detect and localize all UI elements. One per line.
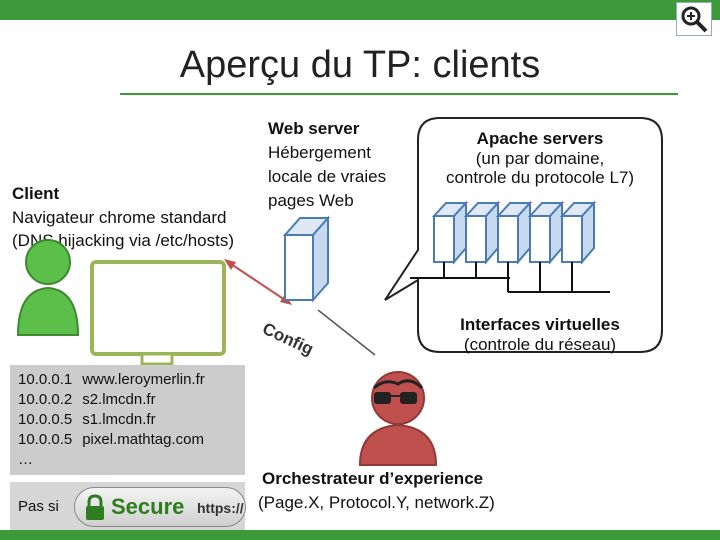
host-ip: 10.0.0.2 bbox=[18, 391, 73, 408]
https-scheme: https:// bbox=[197, 500, 244, 516]
host-name bbox=[82, 450, 215, 470]
host-ip: 10.0.0.5 bbox=[18, 411, 73, 428]
client-heading: Client bbox=[12, 184, 60, 203]
client-line-2: (DNS hijacking via /etc/hosts) bbox=[12, 231, 235, 250]
table-row: … bbox=[18, 450, 215, 470]
title-underline bbox=[120, 93, 678, 95]
table-row: 10.0.0.2 s2.lmcdn.fr bbox=[18, 390, 215, 410]
hosts-table: 10.0.0.1 www.leroymerlin.fr 10.0.0.2 s2.lm… bbox=[18, 370, 215, 470]
host-ip: 10.0.0.5 bbox=[18, 431, 73, 448]
apache-heading: Apache servers bbox=[476, 129, 604, 148]
apache-server-icon bbox=[431, 200, 597, 265]
slide-title: Aperçu du TP: clients bbox=[179, 44, 541, 86]
hosts-file-box: 10.0.0.1 www.leroymerlin.fr 10.0.0.2 s2.lm… bbox=[10, 365, 245, 475]
interfaces-line-1: (controle du réseau) bbox=[463, 335, 617, 354]
secure-badge: Secure https:// bbox=[74, 487, 246, 527]
network-interfaces bbox=[410, 262, 610, 293]
host-name: s2.lmcdn.fr bbox=[82, 391, 156, 408]
host-ip: … bbox=[18, 451, 33, 468]
pas-si-label: Pas si bbox=[18, 498, 59, 515]
client-person-icon bbox=[16, 239, 80, 336]
zoom-icon bbox=[681, 6, 708, 33]
top-green-bar bbox=[0, 0, 720, 20]
table-row: 10.0.0.5 s1.lmcdn.fr bbox=[18, 410, 215, 430]
host-name: www.leroymerlin.fr bbox=[82, 371, 205, 388]
http-arrow bbox=[224, 259, 292, 305]
host-ip: 10.0.0.1 bbox=[18, 371, 73, 388]
web-server-line-1: Hébergement bbox=[268, 143, 372, 162]
orchestrator-person-icon bbox=[358, 371, 438, 466]
apache-line-2: controle du protocole L7) bbox=[445, 168, 635, 187]
zoom-button[interactable] bbox=[676, 2, 712, 36]
secure-word: Secure bbox=[111, 494, 185, 519]
monitor-icon bbox=[90, 260, 226, 366]
web-server-line-3: pages Web bbox=[268, 191, 354, 210]
table-row: 10.0.0.1 www.leroymerlin.fr bbox=[18, 370, 215, 390]
host-name: pixel.mathtag.com bbox=[82, 431, 204, 448]
web-server-heading: Web server bbox=[268, 119, 360, 138]
table-row: 10.0.0.5 pixel.mathtag.com bbox=[18, 430, 215, 450]
orchestrator-line-1: (Page.X, Protocol.Y, network.Z) bbox=[258, 493, 495, 512]
apache-line-1: (un par domaine, bbox=[475, 149, 605, 168]
config-line bbox=[317, 309, 376, 356]
lock-icon bbox=[86, 494, 104, 520]
client-line-1: Navigateur chrome standard bbox=[12, 208, 227, 227]
orchestrator-heading: Orchestrateur d’experience bbox=[262, 469, 484, 488]
web-server-icon bbox=[282, 215, 331, 303]
bottom-green-bar bbox=[0, 530, 720, 540]
web-server-line-2: locale de vraies bbox=[268, 167, 387, 186]
host-name: s1.lmcdn.fr bbox=[82, 411, 156, 428]
interfaces-heading: Interfaces virtuelles bbox=[460, 315, 620, 334]
